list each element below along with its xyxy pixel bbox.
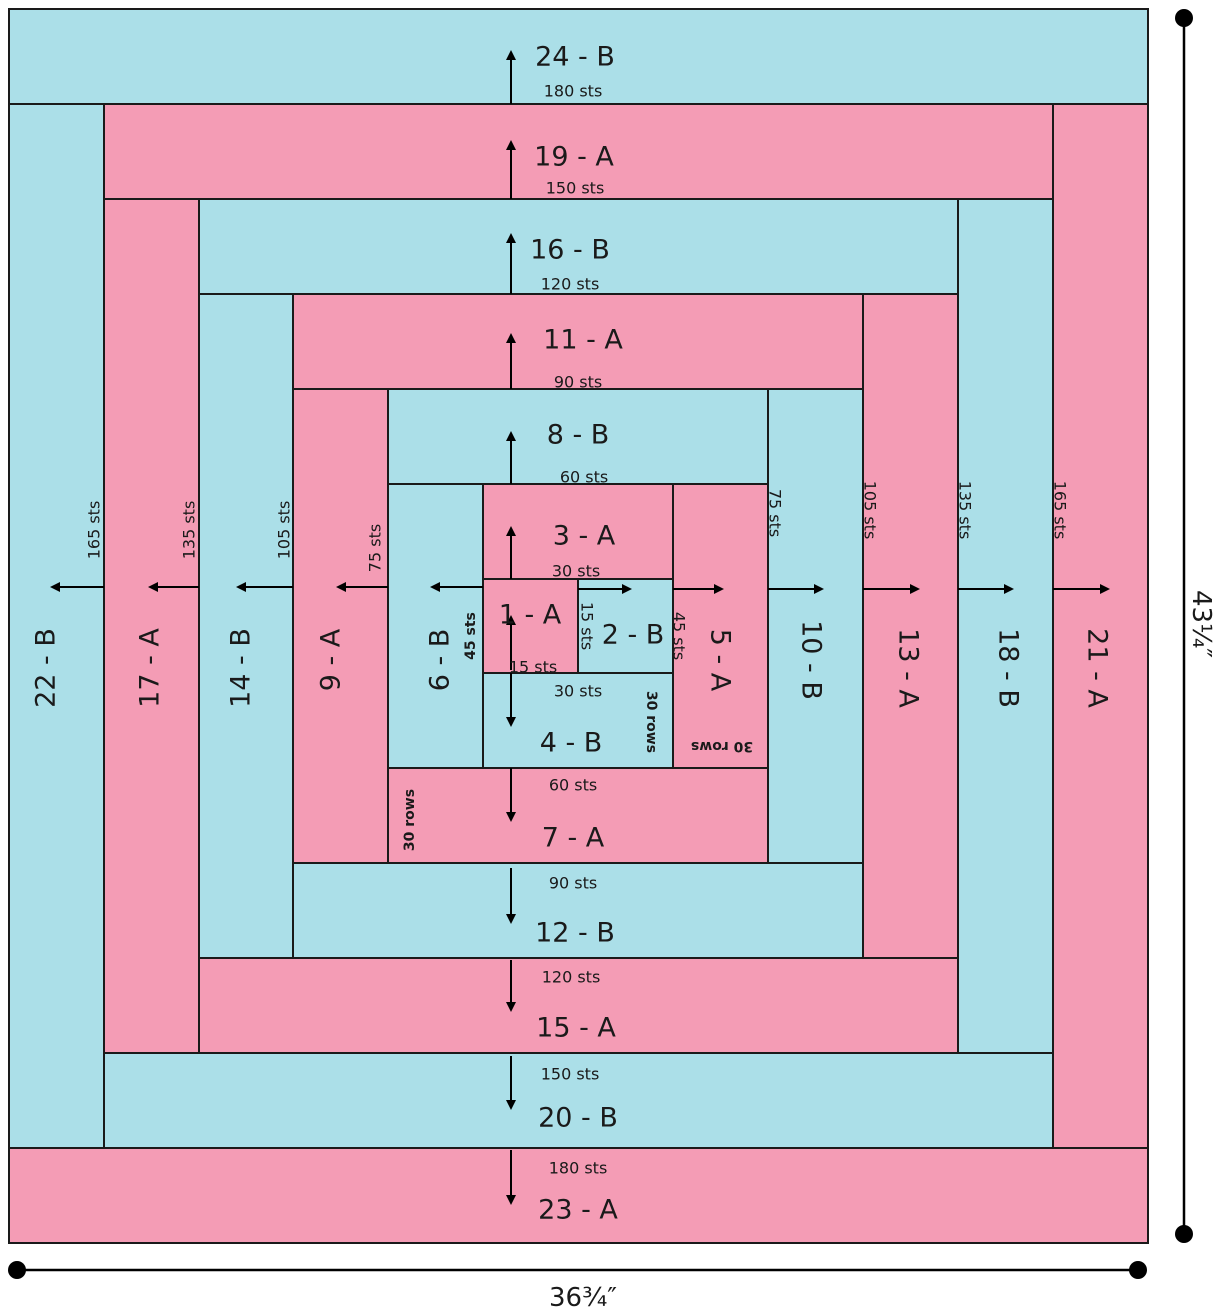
block-15: [198, 957, 959, 1054]
block-20: [103, 1052, 1054, 1149]
block-19: [103, 103, 1054, 200]
width-label: 36¾″: [549, 1283, 617, 1313]
block-label-17: 17 - A: [135, 628, 166, 708]
stitch-count-17: 135 sts: [180, 501, 199, 560]
block-label-3: 3 - A: [553, 521, 616, 552]
block-2: [577, 578, 674, 674]
stitch-count-11: 90 sts: [554, 373, 602, 392]
block-5: [672, 483, 769, 769]
block-label-24: 24 - B: [535, 42, 615, 73]
block-21: [1052, 103, 1149, 1149]
row-count-7: 30 rows: [402, 789, 418, 851]
arrows-layer: [50, 50, 1110, 1205]
block-1: [482, 578, 579, 674]
row-count-4: 30 rows: [643, 691, 659, 753]
block-7: [387, 767, 769, 864]
stitch-count-8: 60 sts: [560, 468, 608, 487]
block-22: [8, 103, 105, 1149]
stitch-count-20: 150 sts: [541, 1065, 600, 1084]
block-label-19: 19 - A: [534, 142, 614, 173]
stitch-count-19: 150 sts: [546, 179, 605, 198]
block-label-6: 6 - B: [425, 629, 456, 692]
block-label-8: 8 - B: [547, 420, 610, 451]
stitch-count-3: 30 sts: [552, 562, 600, 581]
block-label-21: 21 - A: [1082, 628, 1113, 708]
block-label-11: 11 - A: [543, 325, 623, 356]
stitch-count-12: 90 sts: [549, 874, 597, 893]
block-13: [862, 293, 959, 959]
block-label-14: 14 - B: [226, 628, 257, 708]
block-24: [8, 8, 1149, 105]
stitch-count-14: 105 sts: [275, 501, 294, 560]
stitch-count-10: 75 sts: [766, 489, 785, 537]
stitch-count-1: 15 sts: [509, 658, 557, 677]
block-14: [198, 293, 294, 959]
block-label-23: 23 - A: [538, 1195, 618, 1226]
block-12: [292, 862, 864, 959]
height-label: 43¼″: [1186, 590, 1216, 658]
block-label-5: 5 - A: [705, 629, 736, 692]
stitch-count-15: 120 sts: [542, 968, 601, 987]
block-6: [387, 483, 484, 769]
block-label-10: 10 - B: [796, 620, 827, 700]
block-9: [292, 388, 389, 864]
stitch-count-21: 165 sts: [1051, 481, 1070, 540]
height-dimension: 43¼″: [1175, 9, 1216, 1243]
stitch-count-16: 120 sts: [541, 275, 600, 294]
block-11: [292, 293, 864, 390]
block-17: [103, 198, 200, 1054]
stitch-count-23: 180 sts: [549, 1159, 608, 1178]
block-label-16: 16 - B: [530, 235, 610, 266]
block-label-13: 13 - A: [893, 628, 924, 708]
stitch-count-6: 45 sts: [463, 612, 479, 660]
block-label-4: 4 - B: [540, 728, 603, 759]
stitch-count-18: 135 sts: [956, 481, 975, 540]
block-10: [767, 388, 864, 864]
block-label-2: 2 - B: [602, 620, 665, 651]
block-label-7: 7 - A: [542, 823, 605, 854]
block-18: [957, 198, 1054, 1054]
stitch-count-4: 30 sts: [554, 682, 602, 701]
block-23: [8, 1147, 1149, 1244]
blocks-layer: [8, 8, 1149, 1244]
stitch-count-24: 180 sts: [544, 82, 603, 101]
stitch-count-7: 60 sts: [549, 776, 597, 795]
stitch-count-2: 15 sts: [578, 602, 597, 650]
labels-layer: 24 - B 180 sts 23 - A 180 sts 22 - B 165 sts 2…: [31, 42, 1113, 1226]
block-label-22: 22 - B: [31, 628, 62, 708]
stitch-count-9: 75 sts: [366, 524, 385, 572]
block-label-12: 12 - B: [535, 918, 615, 949]
stitch-count-5: 45 sts: [670, 612, 689, 660]
width-dimension: 36¾″: [8, 1261, 1147, 1313]
stitch-count-13: 105 sts: [861, 481, 880, 540]
block-label-20: 20 - B: [538, 1103, 618, 1134]
block-label-15: 15 - A: [536, 1013, 616, 1044]
block-label-9: 9 - A: [316, 628, 347, 691]
stitch-count-22: 165 sts: [85, 501, 104, 560]
block-label-1: 1 - A: [499, 600, 562, 631]
block-label-18: 18 - B: [993, 628, 1024, 708]
row-count-5: 30 rows: [691, 738, 753, 754]
block-8: [387, 388, 769, 485]
